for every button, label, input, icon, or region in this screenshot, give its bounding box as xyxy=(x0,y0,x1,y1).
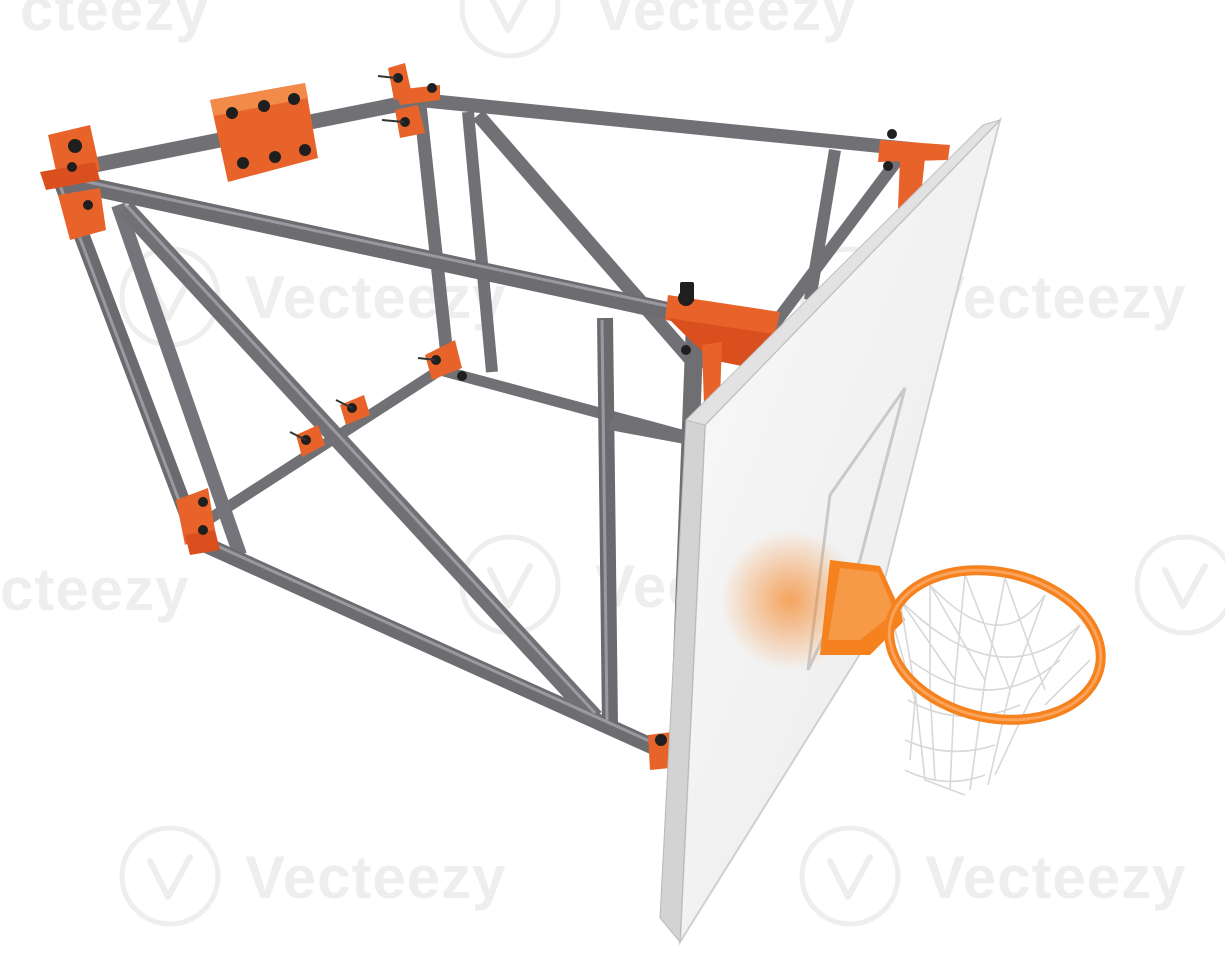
frame-top-right-beam xyxy=(765,146,910,334)
watermark-text: Vecteezy xyxy=(595,0,857,43)
watermark-text: cteezy xyxy=(20,0,209,43)
watermark-logo-icon xyxy=(799,825,901,927)
net xyxy=(894,574,1091,796)
frame-front-left-inner-post xyxy=(111,202,247,558)
corner-bracket-bottom-back xyxy=(417,340,467,381)
frame-front-mid-rail xyxy=(609,420,691,445)
watermark-text: Vecteezy xyxy=(245,844,507,911)
watermark-text: cteezy xyxy=(0,556,189,623)
frame-highlight-line xyxy=(194,534,666,750)
frame-front-left-post xyxy=(52,175,203,538)
watermark-logo-icon xyxy=(119,825,221,927)
frame-highlight-line xyxy=(59,174,701,315)
watermark-logo-icon xyxy=(1134,534,1225,636)
mid-bracket-bottom-left xyxy=(289,395,370,457)
frame-front-mid-post xyxy=(597,317,618,726)
watermark-logo-icon xyxy=(459,0,561,59)
corner-bracket-bottom-right xyxy=(648,732,672,770)
frame-back-top-beam xyxy=(419,93,921,157)
frame-back-diagonal xyxy=(472,110,706,375)
frame-front-top-beam xyxy=(58,171,702,327)
frame-highlight-line xyxy=(56,179,194,536)
frame-highlight-line xyxy=(600,319,609,723)
watermark-text: Vecteezy xyxy=(925,844,1187,911)
rim xyxy=(884,565,1106,725)
corner-bracket-bottom-left xyxy=(176,488,220,555)
frame-bottom-back-beam xyxy=(438,364,702,446)
frame-highlight-line xyxy=(123,202,597,715)
frame-front-diagonal xyxy=(118,201,602,725)
corner-bracket-back-left xyxy=(377,63,440,138)
frame-highlights xyxy=(56,174,701,750)
corner-bracket-front-left xyxy=(40,125,106,240)
rim-bracket xyxy=(820,560,905,655)
frame-back-left-post xyxy=(413,104,455,366)
backboard-top-edge xyxy=(685,118,1002,426)
watermark-text: Vecteezy xyxy=(925,264,1187,331)
top-mount-plate xyxy=(210,83,318,182)
frame-back-inner-post xyxy=(462,111,498,373)
